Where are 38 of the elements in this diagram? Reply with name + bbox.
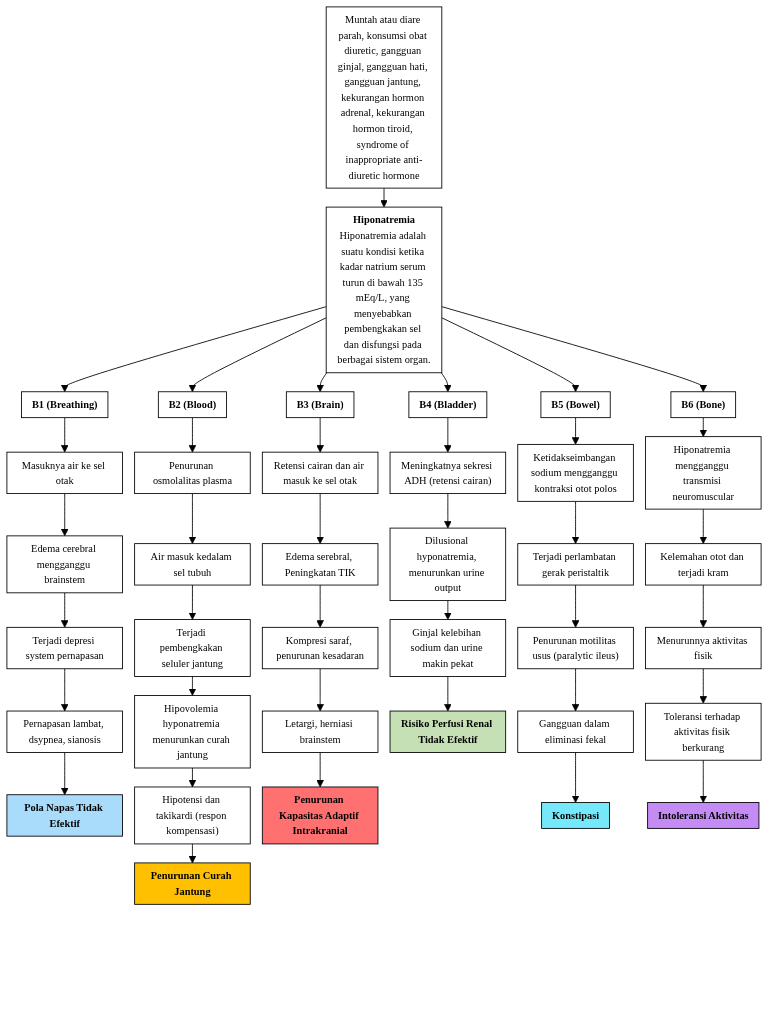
node-box: Dilusional hyponatremia, menurunkan urine output — [389, 527, 507, 601]
node-box: Hiponatremia Hiponatremia adalah suatu kondisi ketika kadar natrium serum turun di bawah 135 mEq/L, yang menyebabkan pembengkakan sel dan disfungsi pada berbagai sistem organ. — [325, 206, 443, 374]
node-box: Retensi cairan dan air masuk ke sel otak — [261, 451, 379, 494]
node-box: Hipovolemia hyponatremia menurunkan curah jantung — [134, 695, 251, 769]
node-box: Edema cerebral mengganggu brainstem — [6, 535, 123, 594]
node-box: Meningkatnya sekresi ADH (retensi cairan) — [389, 451, 507, 494]
node-box: B2 (Blood) — [157, 391, 227, 419]
node-box: Konstipasi — [541, 802, 610, 829]
node-box: Terjadi perlambatan gerak peristaltik — [517, 543, 634, 586]
node-box: B4 (Bladder) — [408, 391, 488, 419]
node-box: B3 (Brain) — [285, 391, 355, 419]
node-box: Hiponatremia mengganggu transmisi neuromuscular — [645, 436, 762, 510]
node-box: Ketidakseimbangan sodium mengganggu kontraksi otot polos — [517, 443, 634, 502]
node-box: Kelemahan otot dan terjadi kram — [645, 543, 762, 586]
node-box: Letargi, herniasi brainstem — [261, 710, 379, 753]
node-box: B5 (Bowel) — [540, 391, 611, 419]
node-box: B6 (Bone) — [670, 391, 737, 419]
node-box: Terjadi depresi system pernapasan — [6, 626, 123, 670]
node-box: Muntah atau diare parah, konsumsi obat diuretic, gangguan ginjal, gangguan hati, gangguan jantung, kekurangan hormon adrenal, kekurangan hormon tiroid, syndrome of inappropriate anti-diuretic hormone — [325, 6, 443, 189]
node-box: Kompresi saraf, penurunan kesadaran — [261, 626, 379, 670]
node-box: Masuknya air ke sel otak — [6, 451, 123, 494]
node-box: Intoleransi Aktivitas — [647, 802, 760, 829]
node-box: Air masuk kedalam sel tubuh — [134, 543, 251, 586]
node-box: Hipotensi dan takikardi (respon kompensasi) — [134, 786, 251, 845]
node-box: Edema serebral, Peningkatan TIK — [261, 543, 379, 586]
node-box: Risiko Perfusi Renal Tidak Efektif — [389, 710, 507, 753]
node-box: Menurunnya aktivitas fisik — [645, 626, 762, 670]
node-box: Penurunan Curah Jantung — [134, 862, 251, 905]
node-box: Pola Napas Tidak Efektif — [6, 794, 123, 837]
node-box: Toleransi terhadap aktivitas fisik berkurang — [645, 702, 762, 761]
node-box: Penurunan Kapasitas Adaptif Intrakranial — [261, 786, 379, 845]
node-box: Gangguan dalam eliminasi fekal — [517, 710, 634, 753]
node-box: Terjadi pembengkakan seluler jantung — [134, 619, 251, 677]
node-box: Penurunan motilitas usus (paralytic ileus) — [517, 626, 634, 670]
node-box: Penurunan osmolalitas plasma — [134, 451, 251, 494]
node-box: B1 (Breathing) — [21, 391, 109, 419]
node-box: Pernapasan lambat, dsypnea, sianosis — [6, 710, 123, 753]
node-box: Ginjal kelebihan sodium dan urine makin pekat — [389, 619, 507, 677]
